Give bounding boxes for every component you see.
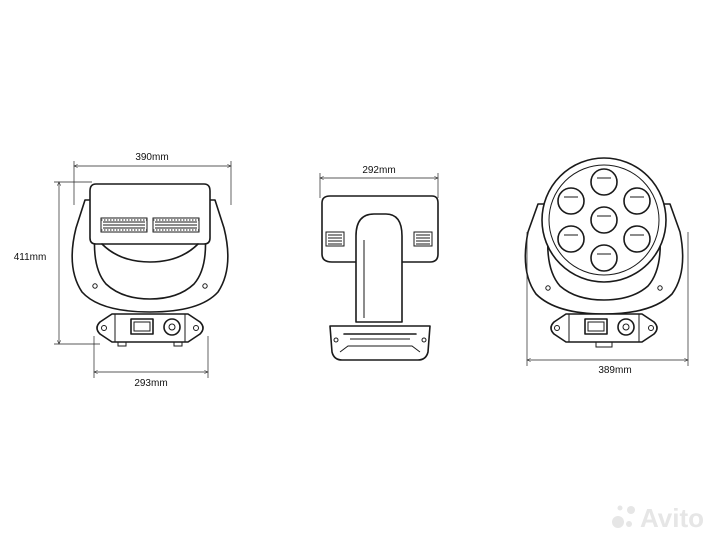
side-view — [321, 195, 439, 361]
front-base — [96, 313, 204, 347]
dim-label-front-width: 390mm — [135, 152, 168, 163]
side-vents — [325, 231, 433, 247]
avito-watermark: Avito — [612, 503, 704, 533]
dim-label-back-width: 389mm — [598, 365, 631, 376]
lens-view — [524, 157, 684, 348]
avito-logo-icon — [612, 505, 635, 528]
dimension-lines — [54, 161, 688, 378]
avito-watermark-text: Avito — [640, 503, 704, 533]
dim-label-base-width: 293mm — [134, 378, 167, 389]
lens-view-base — [550, 313, 658, 348]
front-led-grill — [100, 217, 200, 233]
side-base — [329, 325, 431, 361]
led-lens-array — [557, 168, 651, 272]
dim-label-height: 411mm — [14, 252, 47, 263]
dim-label-side-width: 292mm — [362, 165, 395, 176]
front-view — [71, 183, 229, 347]
